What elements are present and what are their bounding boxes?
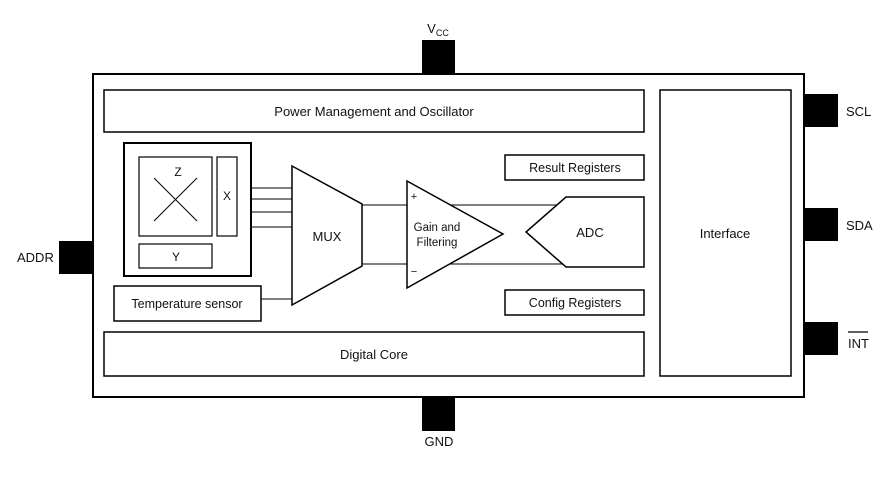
digital-core-block xyxy=(103,331,645,377)
power-management-block xyxy=(103,89,645,133)
gain-plus-sign: + xyxy=(411,191,417,203)
int-label: INT xyxy=(848,336,869,351)
sensor-x-box xyxy=(216,156,238,237)
sensor-y-label: Y xyxy=(172,250,180,264)
gain-label-line2: Filtering xyxy=(417,237,458,249)
sensor-z-box xyxy=(138,156,213,237)
mux-block xyxy=(291,164,363,307)
temperature-sensor-label: Temperature sensor xyxy=(131,297,242,311)
gain-filtering-amplifier xyxy=(406,179,505,290)
result-registers-label: Result Registers xyxy=(529,161,621,175)
gnd-pin-pad xyxy=(422,397,455,431)
digital-core-label: Digital Core xyxy=(340,347,408,362)
addr-label: ADDR xyxy=(17,250,54,265)
interface-label: Interface xyxy=(700,226,751,241)
gain-label-line1: Gain and xyxy=(414,222,461,234)
sda-pin-pad xyxy=(804,208,838,241)
scl-label: SCL xyxy=(846,104,871,119)
gain-minus-sign: − xyxy=(411,266,417,278)
config-registers-label: Config Registers xyxy=(529,296,621,310)
sensor-y-box xyxy=(138,243,213,269)
sensor-block xyxy=(123,142,252,277)
power-management-label: Power Management and Oscillator xyxy=(274,104,474,119)
gnd-label: GND xyxy=(425,434,454,449)
sensor-x-label: X xyxy=(223,189,231,203)
sensor-z-label: Z xyxy=(174,165,181,179)
int-pin-pad xyxy=(804,322,838,355)
sda-label: SDA xyxy=(846,218,873,233)
vcc-label: VCC xyxy=(427,21,449,38)
config-registers-block xyxy=(504,289,645,316)
addr-pin-pad xyxy=(59,241,93,274)
temperature-sensor-block xyxy=(113,285,262,322)
result-registers-block xyxy=(504,154,645,181)
sensor-z-cross-b xyxy=(153,177,198,222)
vcc-pin-pad xyxy=(422,40,455,74)
interface-block xyxy=(659,89,792,377)
scl-pin-pad xyxy=(804,94,838,127)
adc-label: ADC xyxy=(576,225,603,240)
mux-label: MUX xyxy=(313,229,342,244)
adc-block xyxy=(524,196,645,268)
